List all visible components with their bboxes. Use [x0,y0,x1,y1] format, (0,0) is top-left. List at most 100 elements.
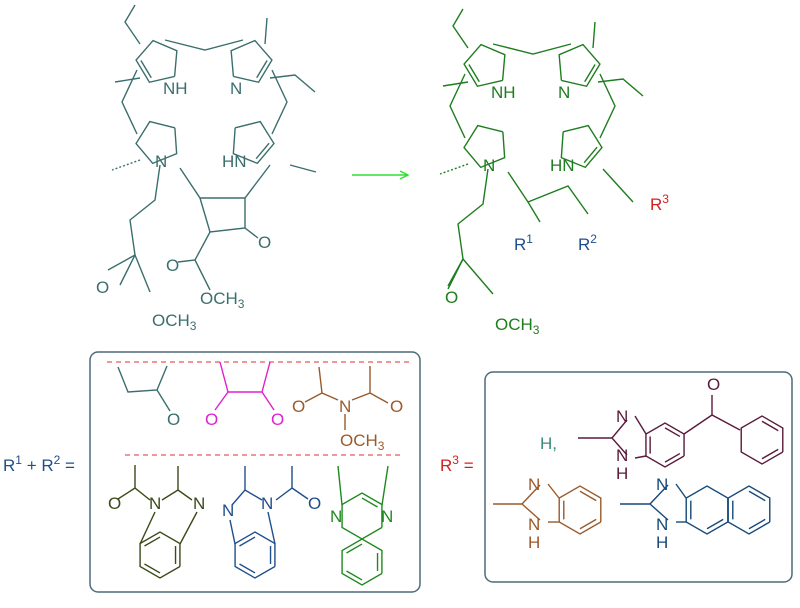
carbonyl [304,392,323,403]
atom-n: N [528,475,540,494]
double-bond [664,452,681,463]
atom-o: O [271,410,284,429]
double-bond [579,518,597,530]
pyrrole-ring-b [230,39,273,84]
pyrrole-ring-b [558,43,601,88]
meso-bridge-top [492,43,572,55]
bond [139,511,156,545]
double-bond [346,570,363,581]
atom-o-ketone: O [258,233,271,252]
atom-h: H [528,533,540,552]
cyclopentanone-ring [199,197,246,233]
double-bond [468,64,480,83]
atom-n: N [149,494,161,513]
benzene-ring [727,485,771,535]
bond [634,415,647,435]
propionate-chain [119,164,161,286]
meso-bridge-left [121,69,138,135]
bond [675,483,687,499]
double-bond [140,60,152,79]
r1-bond [507,171,541,223]
double-bond [761,420,779,432]
carbonyl [156,389,171,412]
carbonyl [117,487,136,500]
bond [229,519,236,545]
atom-och3: OCH3 [152,311,197,333]
r1-label: R1 [514,232,533,254]
double-bond [144,563,161,574]
reaction-arrow [352,170,410,180]
atom-n: N [616,446,628,465]
meso-bridge-left [449,73,466,139]
atom-o-ester: O [445,288,458,307]
pyrrole-ring-c [232,120,275,165]
methyl-hashed [439,163,469,175]
product-porphyrin [439,8,644,295]
r3-hydrogen: H, [540,434,557,453]
ester-carbonyl [177,231,211,263]
arrow-head [399,170,410,180]
r2-bond [527,185,589,215]
atom-n: N [330,507,342,526]
atom-och3: OCH3 [200,289,245,311]
starting-material-labels: NH N N HN O O OCH3 O OCH3 [96,79,271,333]
r1-r2-options-box [89,351,421,593]
atom-o: O [707,375,720,394]
atom-h: H [656,533,668,552]
methyl [114,77,141,83]
atom-n: N [381,507,393,526]
pyrrole-ring-d [463,124,506,169]
r2-label: R2 [578,232,597,254]
double-bond [255,142,270,160]
pyrrole-ring-c [560,124,603,169]
ethyl-group [269,74,316,93]
atom-o-ester: O [166,256,179,275]
atom-o: O [205,410,218,429]
double-bond [761,448,779,460]
atom-hn: HN [222,152,247,171]
atom-n: N [155,152,167,171]
r3-legend: R3 = [440,453,474,475]
atom-och3: OCH3 [340,431,385,453]
benzene-ring [341,538,383,586]
ketone-bond [244,227,259,239]
atom-n: N [261,494,273,513]
atom-n: N [339,397,351,416]
atom-h: H [616,464,628,483]
atom-n: N [528,515,540,534]
propionate-chain [447,168,489,290]
vinyl-group [452,8,469,49]
bond [634,455,647,459]
double-bond [706,518,724,530]
methyl [381,465,389,506]
double-bond [239,563,256,574]
pyrrole-ring-d [135,120,178,165]
r3-bond [602,168,634,203]
methyl [337,465,343,506]
atom-n: N [558,83,570,102]
ethyl-group [597,78,644,97]
atom-o: O [390,397,403,416]
atom-nh: NH [163,79,188,98]
double-bond [256,60,268,79]
atom-o: O [167,410,180,429]
vinyl-group [124,4,141,45]
atom-o: O [308,494,321,513]
bond [267,511,276,545]
double-bond [664,427,681,438]
ester-bond [462,258,494,295]
atom-n: N [656,475,668,494]
carbonyl [107,254,136,271]
pyrrole-ring-a [463,43,506,88]
ester-bond [134,254,151,293]
pyrrole-ring-a [135,39,178,84]
carbonyl [291,487,309,500]
atom-n: N [483,156,495,175]
atom-hn: HN [550,156,575,175]
atom-n: N [656,515,668,534]
ring-e-bond [179,164,271,199]
methyl [442,81,469,87]
product-labels: NH N N HN O OCH3 [445,83,575,337]
atom-o: O [292,397,305,416]
